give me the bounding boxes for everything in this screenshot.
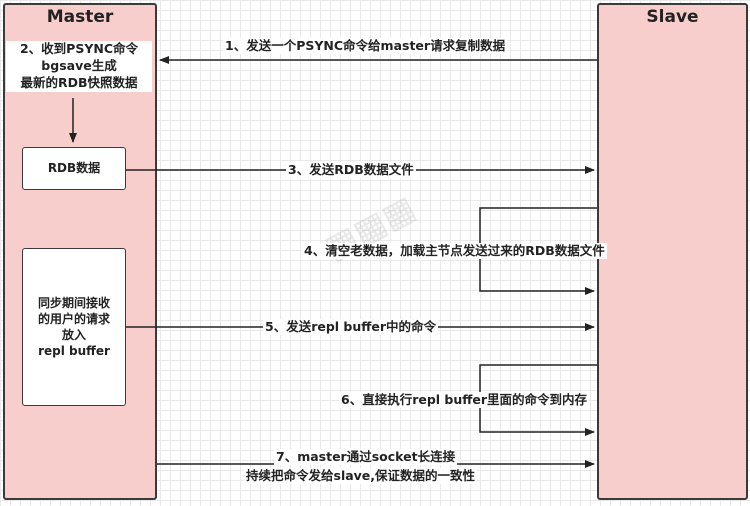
master-note-step2: 2、收到PSYNC命令 bgsave生成 最新的RDB快照数据 (6, 41, 152, 92)
slave-title: Slave (646, 7, 699, 27)
step3-label: 3、发送RDB数据文件 (286, 162, 416, 178)
step7-label-line1: 7、master通过socket长连接 (274, 449, 458, 465)
step4-label: 4、清空老数据，加载主节点发送过来的RDB数据文件 (302, 243, 607, 259)
step7-label-line2: 持续把命令发给slave,保证数据的一致性 (244, 468, 478, 484)
master-title: Master (46, 7, 114, 27)
step5-label: 5、发送repl buffer中的命令 (263, 319, 439, 335)
rdb-data-box: RDB数据 (22, 147, 126, 190)
step1-label: 1、发送一个PSYNC命令给master请求复制数据 (223, 38, 508, 54)
repl-buffer-box: 同步期间接收 的用户的请求 放入 repl buffer (22, 248, 126, 406)
step6-label: 6、直接执行repl buffer里面的命令到内存 (339, 392, 590, 408)
